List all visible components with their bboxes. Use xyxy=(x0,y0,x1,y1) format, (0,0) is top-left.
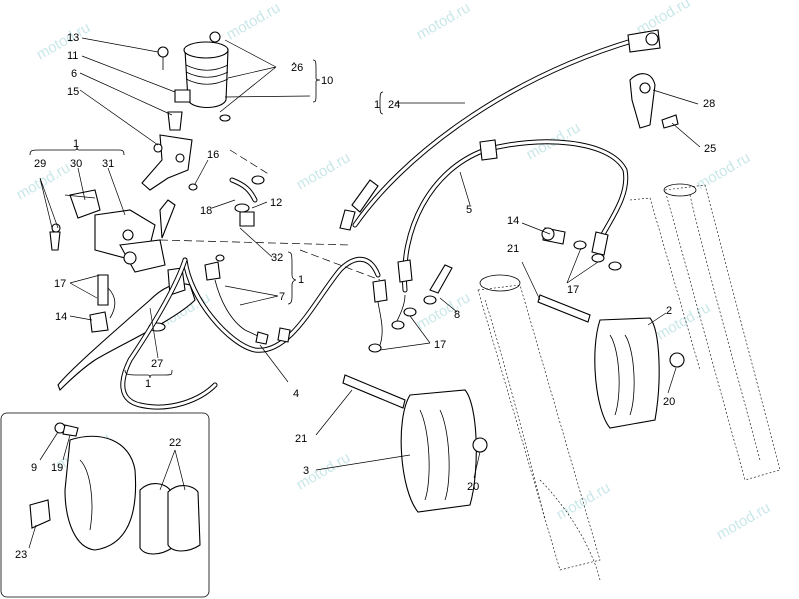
callout-1: 1 xyxy=(73,138,79,150)
callout-7: 7 xyxy=(279,291,285,303)
brake-light-switch xyxy=(204,254,269,345)
callout-20: 20 xyxy=(663,396,675,408)
callout-26: 26 xyxy=(291,62,303,74)
watermark-text: motod.ru xyxy=(554,479,614,523)
leader-lines xyxy=(28,37,701,549)
watermark-text: motod.ru xyxy=(294,149,354,193)
callout-4: 4 xyxy=(293,388,299,400)
bleeder-screws xyxy=(49,223,116,333)
reservoir-hose-fittings xyxy=(188,175,265,227)
callout-23: 23 xyxy=(15,549,27,561)
brake-hose-24 xyxy=(339,29,661,231)
callout-1: 1 xyxy=(374,99,380,111)
callout-24: 24 xyxy=(388,99,400,111)
callout-13: 13 xyxy=(67,32,79,44)
callout-32: 32 xyxy=(271,252,283,264)
callout-8: 8 xyxy=(454,309,460,321)
callout-16: 16 xyxy=(207,149,219,161)
callout-1: 1 xyxy=(145,378,151,390)
callout-1: 1 xyxy=(298,274,304,286)
watermark-text: motod.ru xyxy=(714,499,774,543)
callout-31: 31 xyxy=(102,158,114,170)
brake-caliper-right xyxy=(537,294,685,429)
front-fork-ghost xyxy=(477,183,781,581)
callout-20: 20 xyxy=(467,481,479,493)
callout-30: 30 xyxy=(70,158,82,170)
callout-15: 15 xyxy=(67,86,79,98)
callout-5: 5 xyxy=(466,204,472,216)
callout-18: 18 xyxy=(200,205,212,217)
watermark-text: motod.ru xyxy=(654,299,714,343)
callout-6: 6 xyxy=(71,68,77,80)
group-brackets xyxy=(29,59,384,379)
brake-hose-5 xyxy=(394,139,629,326)
callout-14: 14 xyxy=(507,215,519,227)
watermark-text: motod.ru xyxy=(414,0,474,43)
callout-17: 17 xyxy=(567,284,579,296)
brake-fluid-reservoir xyxy=(157,31,231,131)
callout-17: 17 xyxy=(54,278,66,290)
brake-hose-main xyxy=(120,256,388,410)
callout-17: 17 xyxy=(434,339,446,351)
callout-labels: 13 11 6 15 26 10 1 16 29 30 31 12 18 32 … xyxy=(15,32,716,561)
callout-25: 25 xyxy=(704,143,716,155)
reservoir-bracket xyxy=(141,134,193,191)
callout-2: 2 xyxy=(666,305,672,317)
callout-11: 11 xyxy=(67,50,78,62)
master-cylinder-body xyxy=(64,189,176,273)
callout-21: 21 xyxy=(507,243,519,255)
callout-22: 22 xyxy=(169,437,181,449)
watermark-text: motod.ru xyxy=(694,149,754,193)
reference-lines xyxy=(159,149,381,281)
banjo-bolts xyxy=(368,227,622,353)
callout-3: 3 xyxy=(303,465,309,477)
callout-21: 21 xyxy=(295,433,307,445)
callout-19: 19 xyxy=(51,462,63,474)
callout-10: 10 xyxy=(321,75,333,87)
callout-14: 14 xyxy=(55,311,67,323)
callout-9: 9 xyxy=(31,462,37,474)
callout-29: 29 xyxy=(34,158,46,170)
watermark-text: motod.ru xyxy=(224,0,284,43)
callout-12: 12 xyxy=(270,197,282,209)
inset-panel xyxy=(0,412,210,598)
brake-caliper-left xyxy=(342,374,488,513)
callout-27: 27 xyxy=(151,358,163,370)
hose-clamp xyxy=(629,73,679,129)
watermark-text: motod.ru xyxy=(414,289,474,333)
callout-28: 28 xyxy=(703,98,715,110)
